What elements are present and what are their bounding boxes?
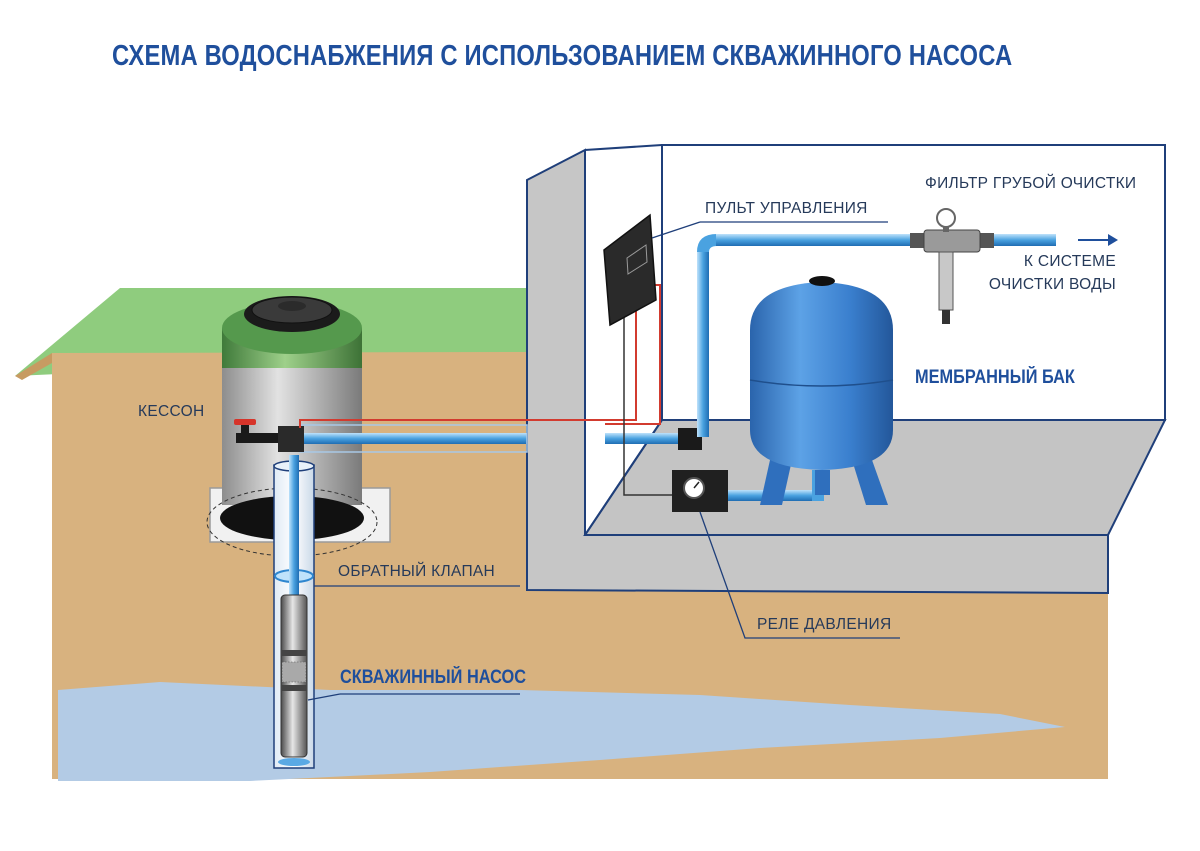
tank-top-cap	[809, 276, 835, 286]
label-coarse-filter: ФИЛЬТР ГРУБОЙ ОЧИСТКИ	[925, 175, 1137, 192]
riser-pipe	[697, 252, 709, 437]
filter-gauge	[936, 208, 956, 228]
page-title: СХЕМА ВОДОСНАБЖЕНИЯ С ИСПОЛЬЗОВАНИЕМ СКВ…	[112, 40, 1013, 72]
label-to-system-line2: ОЧИСТКИ ВОДЫ	[988, 276, 1116, 293]
filter-drain	[942, 310, 950, 324]
caisson-valve-stem	[241, 424, 249, 434]
riser-bend	[697, 234, 717, 252]
tank-leg	[760, 460, 792, 505]
caisson-lid-center	[278, 301, 306, 311]
well-pump-intake	[281, 661, 307, 683]
filter-flask	[938, 251, 954, 311]
leader-pressure-switch	[699, 511, 900, 639]
label-check-valve: ОБРАТНЫЙ КЛАПАН	[338, 563, 496, 580]
filter-nut	[978, 233, 994, 248]
label-well-pump: СКВАЖИННЫЙ НАСОС	[340, 667, 527, 688]
label-to-system-line1: К СИСТЕМЕ	[1023, 253, 1116, 270]
caisson-dashed-outline	[206, 487, 378, 557]
soil-top-edge	[15, 353, 52, 380]
control-panel-screen	[626, 244, 648, 275]
leader-control-panel	[651, 221, 701, 239]
room-outline	[661, 144, 1166, 421]
membrane-tank	[750, 282, 893, 470]
filter-gauge-stem	[943, 226, 949, 232]
well-pump-ring	[281, 685, 307, 691]
tank-leg	[815, 470, 830, 495]
outlet-pipe	[716, 234, 1056, 246]
label-caisson: КЕССОН	[138, 403, 205, 420]
flow-arrow-icon	[1108, 234, 1118, 246]
tank-leg	[852, 460, 888, 505]
supply-pipe-underground	[300, 433, 527, 444]
well-pump-ring	[281, 650, 307, 656]
label-membrane-tank: МЕМБРАННЫЙ БАК	[915, 367, 1075, 388]
caisson-valve-pipe	[236, 433, 278, 443]
room-corner-edge	[584, 144, 663, 151]
pressure-gauge-needle	[693, 481, 700, 489]
tank-seam	[749, 379, 894, 387]
well-bottom-water	[278, 758, 310, 766]
control-panel	[603, 213, 657, 327]
label-control-panel: ПУЛЬТ УПРАВЛЕНИЯ	[705, 200, 868, 217]
switch-cable-dark	[623, 300, 678, 496]
leader-well-pump	[307, 693, 341, 701]
caisson-valve-handle	[234, 419, 256, 425]
label-pressure-switch: РЕЛЕ ДАВЛЕНИЯ	[757, 616, 892, 633]
supply-pipe-indoor	[605, 433, 697, 444]
drop-pipe	[289, 455, 299, 597]
filter-body	[923, 229, 981, 253]
caisson-tee	[278, 426, 304, 452]
tee-fitting	[678, 428, 702, 450]
filter-nut	[910, 233, 926, 248]
